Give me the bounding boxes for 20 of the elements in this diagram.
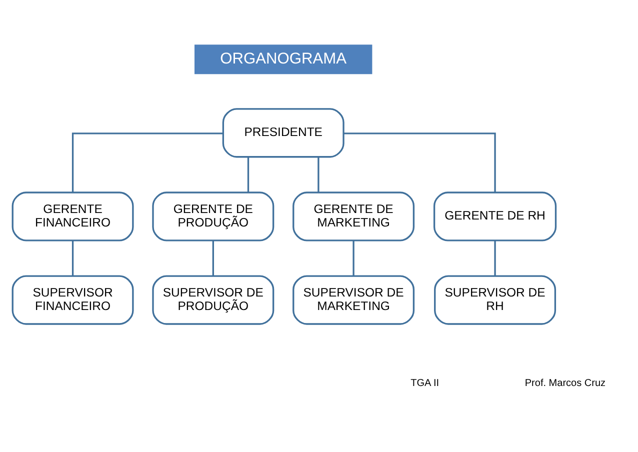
node-box: GERENTE DE RH	[433, 191, 557, 241]
connector	[318, 156, 320, 192]
connector	[247, 156, 250, 192]
connector	[494, 240, 496, 276]
label: Prof. Marcos Cruz	[524, 378, 606, 389]
node-box: GERENTE DE PRODUÇÃO	[152, 191, 274, 241]
label: TGA II	[410, 378, 440, 389]
diagram-title: ORGANOGRAMA	[220, 50, 347, 68]
connector	[72, 240, 74, 276]
node-box: GERENTE DE MARKETING	[292, 191, 415, 241]
node-box: SUPERVISOR DE PRODUÇÃO	[152, 274, 274, 324]
connector	[212, 240, 214, 276]
connector	[72, 132, 223, 192]
node-box: SUPERVISOR DE MARKETING	[292, 274, 415, 324]
connector	[344, 132, 496, 192]
connector	[352, 240, 354, 276]
node-box: SUPERVISOR FINANCEIRO	[12, 274, 134, 324]
node-box: GERENTE FINANCEIRO	[12, 191, 134, 241]
node-box: PRESIDENTE	[222, 108, 344, 158]
node-box: SUPERVISOR DE RH	[434, 274, 556, 324]
